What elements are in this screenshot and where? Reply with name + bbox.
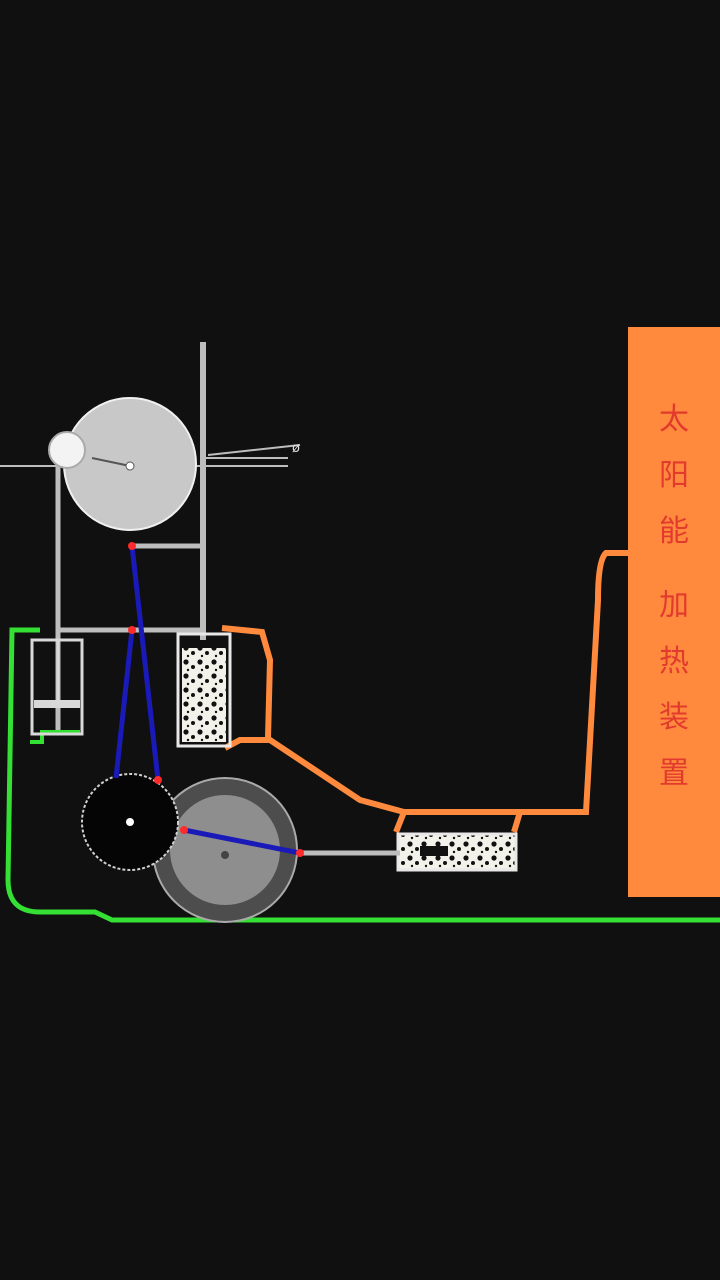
displacer-cylinder	[176, 632, 232, 748]
hot-water-pipe	[223, 550, 628, 834]
solar-heating-label: 太 阳 能 加 热 装 置	[628, 397, 720, 807]
governor-arm	[91, 457, 131, 467]
cold-pipe-connector	[30, 730, 80, 744]
governor-hub	[125, 461, 135, 471]
frame-tip-mark: ø	[292, 441, 300, 456]
cold-water-pipe	[5, 627, 720, 923]
label-char: 阳	[659, 458, 689, 493]
small-flywheel	[81, 773, 179, 871]
hot-pipe-cylinder-jacket	[221, 625, 274, 739]
label-char: 加	[659, 588, 689, 623]
connecting-rods	[113, 545, 301, 856]
governor-ball	[48, 431, 86, 469]
label-char: 置	[659, 756, 689, 791]
label-char: 热	[659, 644, 689, 679]
cold-cylinder	[30, 638, 84, 736]
label-char: 太	[659, 402, 689, 437]
regenerator-cylinder	[396, 832, 518, 872]
label-char: 装	[659, 700, 689, 735]
pivot-points	[128, 542, 304, 857]
large-flywheel	[152, 777, 298, 923]
solar-heating-device: 太 阳 能 加 热 装 置	[628, 327, 720, 897]
label-char: 能	[659, 514, 689, 549]
